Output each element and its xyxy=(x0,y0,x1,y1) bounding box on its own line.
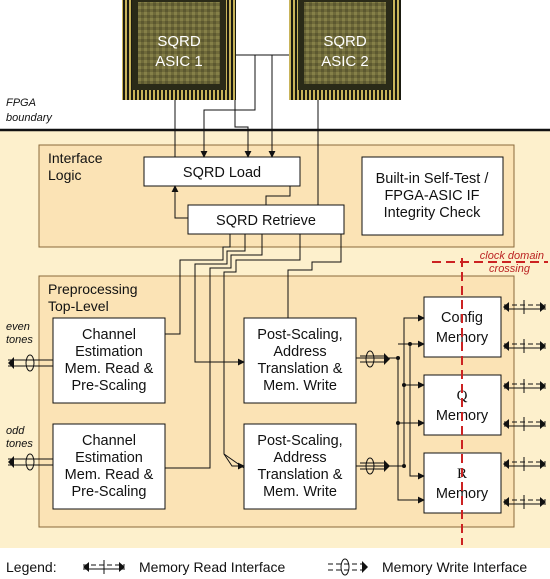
q-memory-letter: Q xyxy=(457,388,468,404)
legend-read-label: Memory Read Interface xyxy=(139,559,285,575)
post-scaling-bottom-line-2: Address xyxy=(273,450,326,466)
post-scaling-top-line-2: Address xyxy=(273,344,326,360)
channel-est-odd-line-4: Pre-Scaling xyxy=(72,484,147,500)
legend-write-icon xyxy=(328,558,368,576)
read-interface-r-2 xyxy=(503,495,546,509)
write-interface-icon-odd xyxy=(8,453,53,471)
legend-label: Legend: xyxy=(6,559,57,575)
sqrd-load-label: SQRD Load xyxy=(183,165,261,181)
bist-label-2: FPGA-ASIC IF xyxy=(384,188,479,204)
sqrd-retrieve-label: SQRD Retrieve xyxy=(216,213,316,229)
post-scaling-bottom-line-4: Mem. Write xyxy=(263,484,337,500)
odd-tones-label-2: tones xyxy=(6,438,33,450)
asic-interface-wires xyxy=(174,54,319,205)
read-interface-config-2 xyxy=(503,339,546,353)
bist-label-3: Integrity Check xyxy=(384,205,481,221)
r-memory-label: Memory xyxy=(436,486,489,502)
bist-block xyxy=(361,156,504,236)
asic-chip-2: SQRD ASIC 2 xyxy=(289,0,401,100)
asic-1-label-2: ASIC 1 xyxy=(155,53,203,70)
post-scaling-top-block xyxy=(243,317,357,404)
read-interface-q-2 xyxy=(503,417,546,431)
asic-1-label: SQRD xyxy=(157,33,201,50)
even-tones-label: even xyxy=(6,321,30,333)
clock-domain-label: clock domain xyxy=(480,250,544,262)
channel-est-odd-block xyxy=(52,423,166,510)
fpga-boundary-label-2: boundary xyxy=(6,112,53,124)
memory-bus-wires xyxy=(356,314,425,504)
channel-est-even-line-3: Mem. Read & xyxy=(65,361,154,377)
read-interface-r-1 xyxy=(503,457,546,471)
legend-read-icon xyxy=(83,560,125,574)
read-interface-icons xyxy=(503,300,546,509)
channel-est-even-block xyxy=(52,317,166,404)
even-tones-label-2: tones xyxy=(6,334,33,346)
bist-label-1: Built-in Self-Test / xyxy=(376,171,490,187)
preprocessing-title-2: Top-Level xyxy=(48,298,109,314)
read-interface-config-1 xyxy=(503,300,546,314)
channel-est-even-line-1: Channel xyxy=(82,327,136,343)
post-scaling-top-line-1: Post-Scaling, xyxy=(257,327,342,343)
asic-chip-1: SQRD ASIC 1 xyxy=(122,0,236,100)
read-interface-q-1 xyxy=(503,379,546,393)
sqrd-load-block xyxy=(143,156,301,187)
legend-write-label: Memory Write Interface xyxy=(382,559,527,575)
interface-logic-title-2: Logic xyxy=(48,167,81,183)
odd-tones-label: odd xyxy=(6,425,25,437)
channel-est-even-line-2: Estimation xyxy=(75,344,143,360)
fpga-boundary-label: FPGA xyxy=(6,97,36,109)
legend: Legend: Memory Read Interface Memory Wri… xyxy=(6,558,527,576)
asic-2-label: SQRD xyxy=(323,33,367,50)
post-scaling-bottom-line-3: Translation & xyxy=(258,467,343,483)
interface-logic-title: Interface xyxy=(48,150,103,166)
channel-est-odd-line-1: Channel xyxy=(82,433,136,449)
post-scaling-bottom-block xyxy=(243,423,357,510)
write-interface-icons xyxy=(8,350,390,475)
clock-domain-label-2: crossing xyxy=(489,263,531,275)
preprocessing-title: Preprocessing xyxy=(48,281,138,297)
interface-preprocessing-wires xyxy=(165,185,342,470)
channel-est-even-line-4: Pre-Scaling xyxy=(72,378,147,394)
channel-est-odd-line-2: Estimation xyxy=(75,450,143,466)
write-interface-icon-bottom xyxy=(360,457,390,475)
post-scaling-top-line-3: Translation & xyxy=(258,361,343,377)
channel-est-odd-line-3: Mem. Read & xyxy=(65,467,154,483)
post-scaling-top-line-4: Mem. Write xyxy=(263,378,337,394)
write-interface-icon-even xyxy=(8,354,53,372)
post-scaling-bottom-line-1: Post-Scaling, xyxy=(257,433,342,449)
write-interface-icon-top xyxy=(360,350,390,368)
asic-2-label-2: ASIC 2 xyxy=(321,53,369,70)
config-memory-line-2: Memory xyxy=(436,330,489,346)
sqrd-retrieve-block xyxy=(187,204,345,235)
